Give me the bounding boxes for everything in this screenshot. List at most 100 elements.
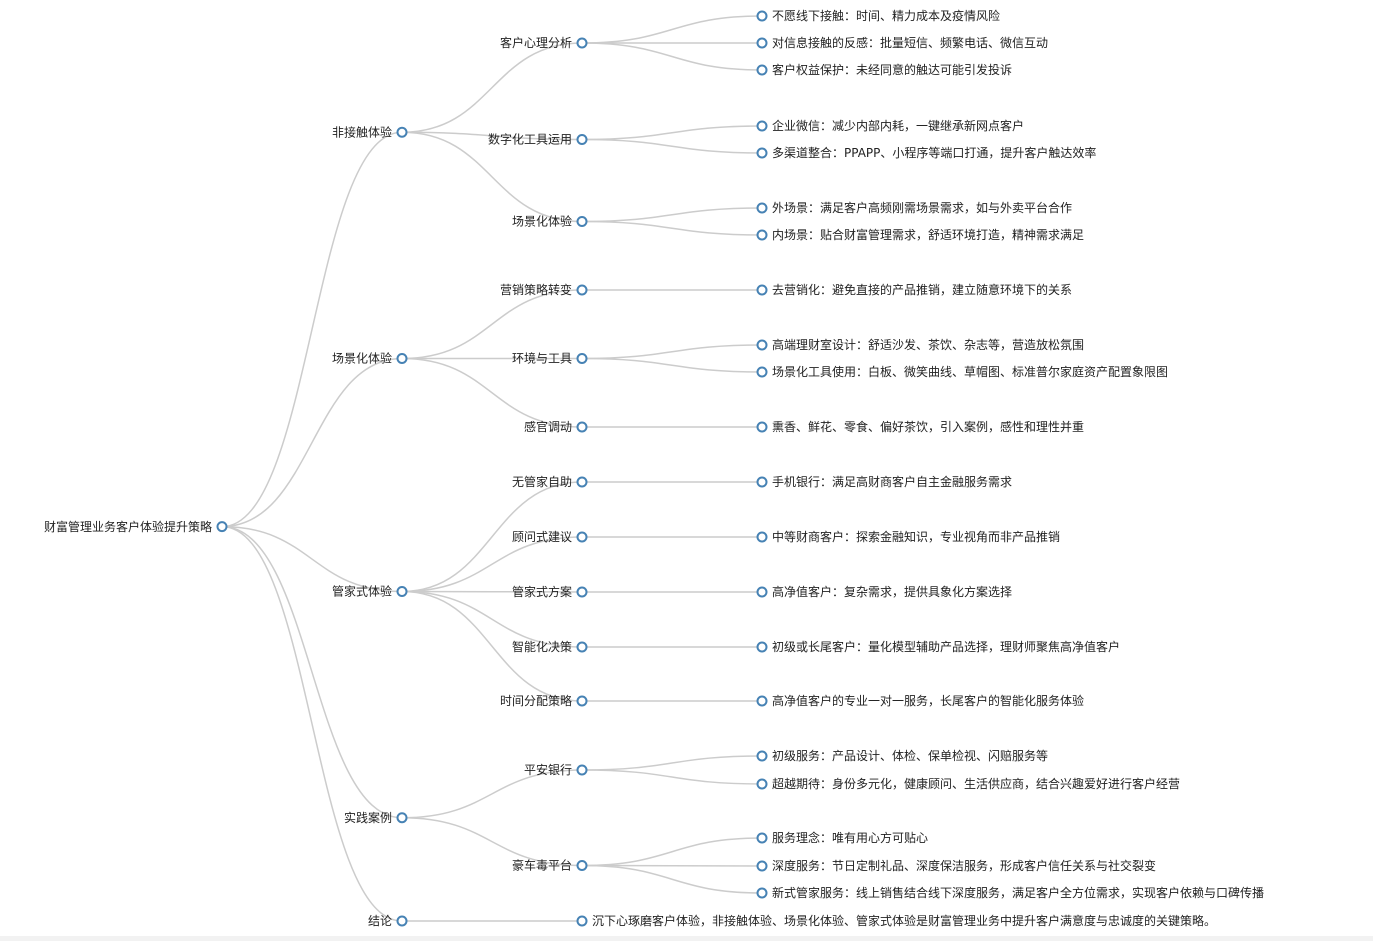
leaf-node[interactable]: 中等财商客户：探索金融知识，专业视角而非产品推销 (756, 529, 1061, 544)
sub-branch-node[interactable]: 时间分配策略 (500, 693, 588, 708)
sub-branch-node[interactable]: 场景化体验 (512, 214, 588, 229)
node-label: 环境与工具 (512, 351, 572, 366)
node-label: 平安银行 (524, 762, 572, 777)
leaf-node[interactable]: 外场景：满足客户高频刚需场景需求，如与外卖平台合作 (756, 200, 1073, 215)
node-toggle[interactable] (396, 126, 408, 138)
node-toggle[interactable] (756, 339, 768, 351)
node-toggle[interactable] (576, 37, 588, 49)
leaf-node[interactable]: 熏香、鲜花、零食、偏好茶饮，引入案例，感性和理性并重 (756, 419, 1085, 434)
node-toggle[interactable] (396, 586, 408, 597)
sub-branch-node[interactable]: 客户心理分析 (500, 35, 588, 50)
node-toggle[interactable] (576, 353, 588, 364)
leaf-node[interactable]: 超越期待：身份多元化，健康顾问、生活供应商，结合兴趣爱好进行客户经营 (756, 776, 1181, 791)
node-toggle[interactable] (576, 641, 588, 653)
node-toggle[interactable] (576, 284, 588, 296)
leaf-node[interactable]: 手机银行：满足高财商客户自主金融服务需求 (756, 474, 1013, 489)
leaf-node[interactable]: 初级或长尾客户：量化模型辅助产品选择，理财师聚焦高净值客户 (756, 639, 1121, 654)
sub-branch-node[interactable]: 平安银行 (524, 762, 588, 777)
node-toggle[interactable] (756, 202, 768, 214)
sub-branch-node[interactable]: 数字化工具运用 (488, 132, 588, 147)
node-toggle[interactable] (756, 10, 768, 22)
node-toggle[interactable] (396, 915, 408, 927)
node-toggle[interactable] (756, 421, 768, 433)
node-toggle[interactable] (756, 641, 768, 653)
leaf-node[interactable]: 企业微信：减少内部内耗，一键继承新网点客户 (756, 118, 1025, 133)
tree-link (581, 207, 763, 223)
node-toggle[interactable] (576, 421, 588, 433)
leaf-node[interactable]: 场景化工具使用：白板、微笑曲线、草帽图、标准普尔家庭资产配置象限图 (756, 364, 1169, 379)
node-label: 不愿线下接触：时间、精力成本及疫情风险 (772, 8, 1000, 23)
leaf-node[interactable]: 高净值客户的专业一对一服务，长尾客户的智能化服务体验 (756, 693, 1085, 708)
node-toggle[interactable] (576, 134, 588, 145)
node-label: 高净值客户的专业一对一服务，长尾客户的智能化服务体验 (772, 693, 1084, 708)
tree-link (581, 755, 763, 771)
node-toggle[interactable] (756, 832, 768, 844)
node-toggle[interactable] (576, 695, 588, 707)
node-toggle[interactable] (576, 764, 588, 776)
node-label: 场景化体验 (332, 351, 392, 366)
tree-link (401, 536, 583, 593)
node-toggle[interactable] (756, 860, 768, 872)
node-toggle[interactable] (756, 531, 768, 543)
node-toggle[interactable] (756, 37, 768, 49)
leaf-node[interactable]: 多渠道整合：PPAPP、小程序等端口打通，提升客户触达效率 (756, 145, 1097, 160)
branch-node[interactable]: 非接触体验 (332, 124, 408, 139)
leaf-node[interactable]: 初级服务：产品设计、体检、保单检视、闪赔服务等 (756, 748, 1049, 763)
leaf-node[interactable]: 沉下心琢磨客户体验，非接触体验、场景化体验、管家式体验是财富管理业务中提升客户满… (576, 913, 1217, 928)
node-toggle[interactable] (576, 586, 588, 598)
node-toggle[interactable] (756, 147, 768, 159)
leaf-node[interactable]: 去营销化：避免直接的产品推销，建立随意环境下的关系 (756, 282, 1073, 297)
branch-node[interactable]: 场景化体验 (332, 351, 408, 366)
sub-branch-node[interactable]: 营销策略转变 (500, 282, 588, 297)
sub-branch-node[interactable]: 无管家自助 (512, 474, 588, 489)
sub-branch-node[interactable]: 智能化决策 (512, 639, 588, 654)
sub-branch-node[interactable]: 管家式方案 (512, 584, 588, 599)
leaf-node[interactable]: 内场景：贴合财富管理需求，舒适环境打造，精神需求满足 (756, 227, 1085, 242)
node-toggle[interactable] (756, 64, 768, 76)
node-toggle[interactable] (756, 120, 768, 132)
node-toggle[interactable] (576, 216, 588, 227)
node-toggle[interactable] (756, 586, 768, 598)
node-toggle[interactable] (756, 229, 768, 241)
tree-link (401, 769, 583, 819)
node-toggle[interactable] (396, 812, 408, 824)
root-node[interactable]: 财富管理业务客户体验提升策略 (44, 519, 228, 534)
node-label: 对信息接触的反感：批量短信、频繁电话、微信互动 (772, 35, 1048, 50)
node-toggle[interactable] (756, 284, 768, 296)
node-toggle[interactable] (756, 778, 768, 790)
node-label: 非接触体验 (332, 124, 392, 139)
tree-link (581, 837, 763, 867)
leaf-node[interactable]: 深度服务：节日定制礼品、深度保洁服务，形成客户信任关系与社交裂变 (756, 858, 1157, 873)
node-toggle[interactable] (756, 695, 768, 707)
sub-branch-node[interactable]: 顾问式建议 (512, 530, 588, 544)
branch-node[interactable]: 结论 (368, 914, 408, 928)
leaf-node[interactable]: 不愿线下接触：时间、精力成本及疫情风险 (756, 8, 1001, 23)
sub-branch-node[interactable]: 感官调动 (524, 419, 588, 434)
leaf-node[interactable]: 客户权益保护：未经同意的触达可能引发投诉 (756, 62, 1013, 77)
node-label: 高端理财室设计：舒适沙发、茶饮、杂志等，营造放松氛围 (772, 337, 1084, 352)
node-toggle[interactable] (576, 915, 588, 927)
node-label: 深度服务：节日定制礼品、深度保洁服务，形成客户信任关系与社交裂变 (772, 858, 1156, 873)
sub-branch-node[interactable]: 环境与工具 (512, 351, 588, 366)
node-toggle[interactable] (216, 521, 228, 533)
node-label: 初级或长尾客户：量化模型辅助产品选择，理财师聚焦高净值客户 (772, 639, 1120, 654)
leaf-node[interactable]: 服务理念：唯有用心方可贴心 (756, 830, 929, 845)
node-toggle[interactable] (756, 476, 768, 488)
tree-link (401, 357, 583, 428)
leaf-node[interactable]: 高端理财室设计：舒适沙发、茶饮、杂志等，营造放松氛围 (756, 337, 1085, 352)
node-toggle[interactable] (576, 531, 588, 543)
branch-node[interactable]: 管家式体验 (332, 584, 408, 599)
node-toggle[interactable] (756, 887, 768, 899)
tree-link (401, 289, 583, 360)
node-toggle[interactable] (756, 366, 768, 378)
node-label: 熏香、鲜花、零食、偏好茶饮，引入案例，感性和理性并重 (772, 419, 1084, 434)
node-toggle[interactable] (576, 860, 588, 871)
node-toggle[interactable] (756, 750, 768, 762)
node-toggle[interactable] (576, 476, 588, 488)
sub-branch-node[interactable]: 豪车毒平台 (512, 858, 588, 873)
leaf-node[interactable]: 新式管家服务：线上销售结合线下深度服务，满足客户全方位需求，实现客户依赖与口碑传… (756, 885, 1265, 900)
node-toggle[interactable] (396, 353, 408, 364)
branch-node[interactable]: 实践案例 (344, 810, 408, 825)
leaf-node[interactable]: 对信息接触的反感：批量短信、频繁电话、微信互动 (756, 35, 1049, 50)
leaf-node[interactable]: 高净值客户：复杂需求，提供具象化方案选择 (756, 584, 1013, 599)
